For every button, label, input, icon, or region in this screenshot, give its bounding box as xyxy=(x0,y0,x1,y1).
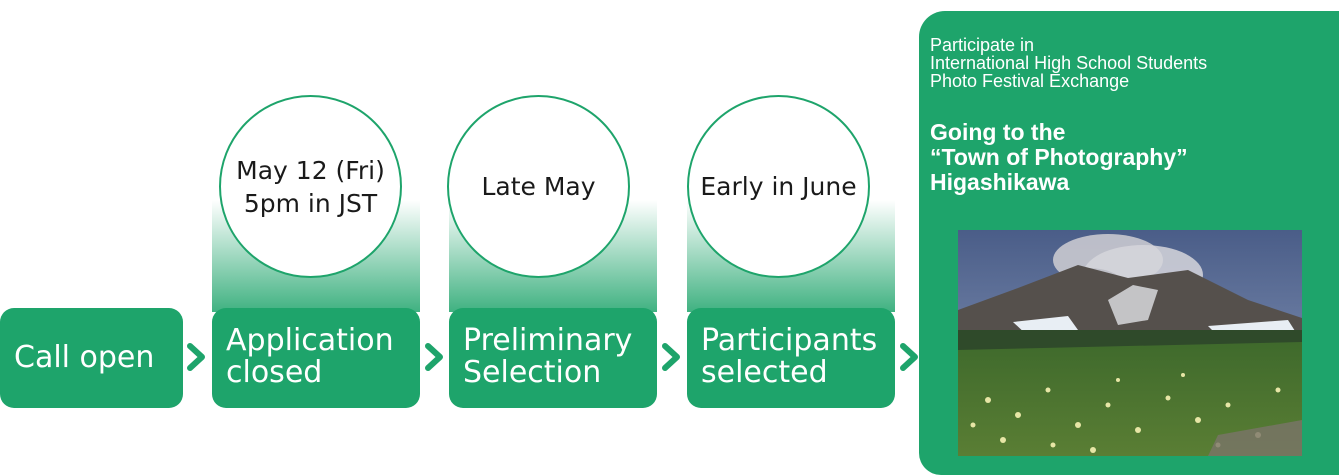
step-participants-selected-label: Participants selected xyxy=(701,323,878,390)
step-application-closed-label: Application closed xyxy=(226,323,394,390)
date-line: Late May xyxy=(481,172,596,201)
step-call-open-label: Call open xyxy=(14,340,155,375)
step-participants-selected: Participants selected xyxy=(687,308,895,408)
date-line: 5pm in JST xyxy=(243,188,378,218)
arrow-right-icon xyxy=(187,343,205,371)
mountain-landscape-photo xyxy=(958,230,1302,456)
date-circle-participants-selected: Early in June xyxy=(687,95,870,278)
arrow-right-icon xyxy=(900,343,918,371)
step-application-closed: Application closed xyxy=(212,308,420,408)
date-line: May 12 (Fri) xyxy=(236,155,385,185)
date-circle-application-closed: May 12 (Fri) 5pm in JST xyxy=(219,95,402,278)
step-call-open: Call open xyxy=(0,308,183,408)
panel-heading: Going to the “Town of Photography” Higas… xyxy=(930,119,1188,195)
date-circle-preliminary-selection: Late May xyxy=(447,95,630,278)
date-line: Early in June xyxy=(700,172,857,201)
step-preliminary-selection-label: Preliminary Selection xyxy=(463,323,633,390)
arrow-right-icon xyxy=(425,343,443,371)
arrow-right-icon xyxy=(662,343,680,371)
panel-intro: Participate in International High School… xyxy=(930,35,1208,91)
festival-panel: Participate in International High School… xyxy=(919,11,1339,475)
step-preliminary-selection: Preliminary Selection xyxy=(449,308,657,408)
